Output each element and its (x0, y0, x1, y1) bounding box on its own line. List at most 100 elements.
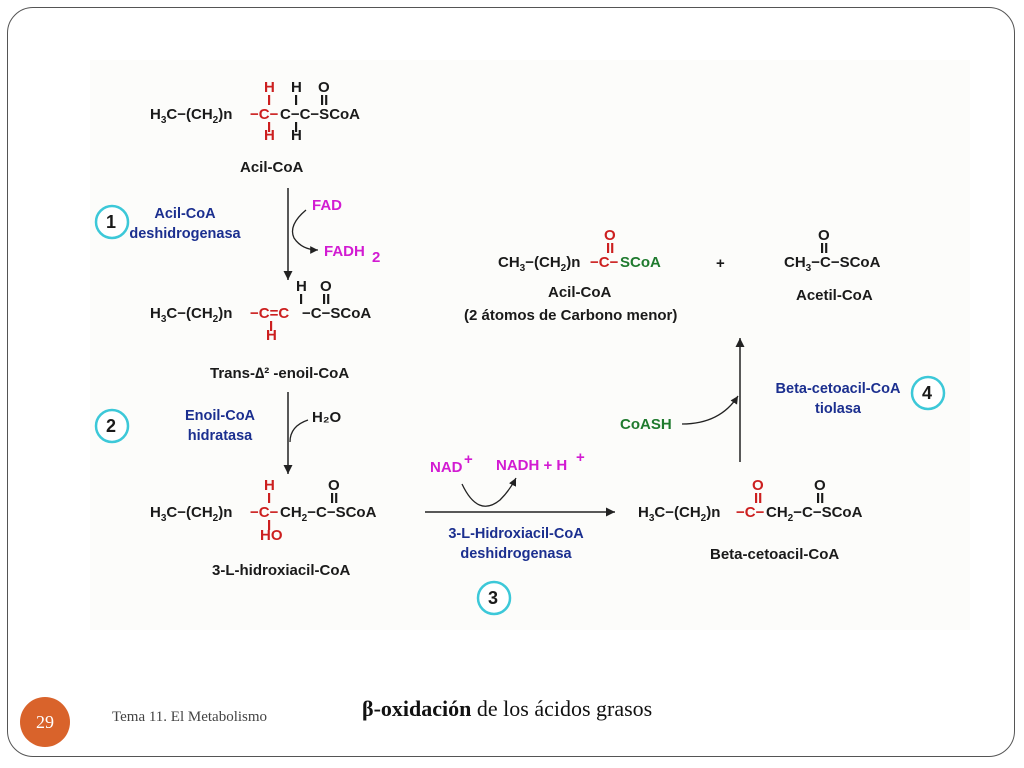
svg-text:H: H (291, 79, 302, 96)
svg-text:II: II (322, 291, 330, 308)
svg-text:H3C−(CH2)n: H3C−(CH2)n (150, 305, 232, 325)
step-4-coash: CoASH (620, 416, 672, 433)
svg-text:II: II (816, 490, 824, 507)
svg-text:H: H (264, 79, 275, 96)
step-2: 2 Enoil-CoA hidratasa H₂O (94, 392, 341, 474)
slide-number: 29 (36, 711, 54, 732)
svg-text:2: 2 (372, 249, 380, 266)
step-3-enzyme-line2: deshidrogenasa (460, 546, 572, 562)
slide-title-rest: de los ácidos grasos (471, 696, 653, 721)
diagram-canvas: H3C−(CH2)n −C− H H I I C−C−SCoA H I H I … (94, 79, 946, 616)
svg-text:H: H (296, 278, 307, 295)
svg-text:+: + (464, 451, 473, 468)
svg-text:O: O (818, 227, 830, 244)
svg-text:II: II (820, 240, 828, 257)
svg-text:−C−: −C− (736, 504, 765, 521)
step-1: 1 Acil-CoA deshidrogenasa FAD FADH 2 (94, 188, 380, 280)
svg-text:I: I (267, 92, 271, 109)
label-acil-coa: Acil-CoA (240, 159, 304, 176)
step-1-enzyme-line2: deshidrogenasa (129, 226, 241, 242)
svg-text:C−C−SCoA: C−C−SCoA (280, 106, 360, 123)
svg-text:O: O (752, 477, 764, 494)
step-2-water: H₂O (312, 409, 341, 426)
molecule-trans-enoil-coa: H3C−(CH2)n −C=C H I H I −C−SCoA O II Tra… (150, 278, 371, 382)
step-3-nad: NAD (430, 459, 463, 476)
svg-text:O: O (328, 477, 340, 494)
svg-text:I: I (269, 318, 273, 335)
step-4-circle (910, 375, 946, 411)
step-3-circle (476, 580, 512, 616)
svg-text:+: + (576, 449, 585, 466)
step-2-number: 2 (106, 416, 116, 436)
step-2-enzyme-line2: hidratasa (188, 428, 253, 444)
svg-text:I: I (267, 490, 271, 507)
step-2-cofactor-curve (289, 419, 309, 443)
svg-text:H: H (264, 477, 275, 494)
step-1-fad: FAD (312, 197, 342, 214)
svg-text:CH2−C−SCoA: CH2−C−SCoA (766, 504, 863, 524)
molecule-beta-cetoacil-coa: H3C−(CH2)n −C− O II CH2−C−SCoA O II Beta… (638, 477, 863, 563)
step-3-nadh: NADH + H (496, 457, 567, 474)
molecule-acil-coa: H3C−(CH2)n −C− H H I I C−C−SCoA H I H I … (150, 79, 360, 176)
molecule-hidroxiacil-coa: H3C−(CH2)n −C− H I I HO CH2−C−SCoA O II … (150, 477, 377, 579)
step-3-cofactor-curve (461, 477, 517, 507)
slide-title: β-oxidación de los ácidos grasos (362, 696, 652, 722)
step-4-cofactor-curve (681, 395, 739, 425)
label-hidroxiacil-coa: 3-L-hidroxiacil-CoA (212, 562, 351, 579)
svg-text:CH3−C−SCoA: CH3−C−SCoA (784, 254, 881, 274)
step-2-enzyme-line1: Enoil-CoA (185, 408, 256, 424)
svg-text:−C−: −C− (250, 106, 279, 123)
step-1-cofactor-curve (291, 209, 319, 254)
svg-text:CH2−C−SCoA: CH2−C−SCoA (280, 504, 377, 524)
step-3-enzyme-line1: 3-L-Hidroxiacil-CoA (448, 526, 584, 542)
step-4-enzyme-line1: Beta-cetoacil-CoA (776, 381, 901, 397)
svg-text:−C−: −C− (250, 504, 279, 521)
step-2-circle (94, 408, 130, 444)
svg-text:O: O (320, 278, 332, 295)
svg-text:−C−: −C− (590, 254, 619, 271)
svg-text:−C=C: −C=C (250, 305, 289, 322)
svg-text:−C−SCoA: −C−SCoA (302, 305, 371, 322)
label-acil-coa-note: (2 átomos de Carbono menor) (464, 307, 677, 324)
step-3-number: 3 (488, 588, 498, 608)
product-acil-coa: CH3−(CH2)n −C− O II SCoA Acil-CoA (2 áto… (464, 227, 677, 324)
svg-text:I: I (294, 119, 298, 136)
svg-text:I: I (299, 291, 303, 308)
svg-text:H: H (291, 127, 302, 144)
svg-text:SCoA: SCoA (620, 254, 661, 271)
svg-text:HO: HO (260, 527, 283, 544)
slide-number-badge: 29 (20, 697, 70, 747)
svg-text:O: O (604, 227, 616, 244)
step-1-circle (94, 204, 130, 240)
step-4-number: 4 (922, 383, 932, 403)
footer-topic: Tema 11. El Metabolismo (112, 709, 268, 725)
label-beta-cetoacil-coa: Beta-cetoacil-CoA (710, 546, 839, 563)
svg-text:I: I (267, 517, 271, 534)
svg-text:II: II (754, 490, 762, 507)
svg-text:I: I (267, 119, 271, 136)
slide-title-bold: β-oxidación (362, 696, 472, 721)
svg-text:H3C−(CH2)n: H3C−(CH2)n (638, 504, 720, 524)
svg-text:H3C−(CH2)n: H3C−(CH2)n (150, 504, 232, 524)
svg-text:H3C−(CH2)n: H3C−(CH2)n (150, 106, 232, 126)
beta-oxidation-diagram: H3C−(CH2)n −C− H H I I C−C−SCoA H I H I … (90, 60, 970, 630)
svg-text:CH3−(CH2)n: CH3−(CH2)n (498, 254, 580, 274)
svg-text:II: II (606, 240, 614, 257)
svg-text:II: II (320, 92, 328, 109)
label-acetil-coa: Acetil-CoA (796, 287, 873, 304)
svg-text:II: II (330, 490, 338, 507)
svg-text:I: I (294, 92, 298, 109)
product-acetil-coa: CH3−C−SCoA O II Acetil-CoA (784, 227, 881, 304)
step-3: NAD + NADH + H + 3-L-Hidroxiacil-CoA des… (425, 449, 615, 616)
label-acil-coa-product: Acil-CoA (548, 284, 612, 301)
step-1-enzyme-line1: Acil-CoA (154, 206, 216, 222)
step-4: CoASH Beta-cetoacil-CoA tiolasa 4 (620, 338, 946, 462)
plus-sign: + (716, 255, 725, 272)
step-4-enzyme-line2: tiolasa (815, 401, 862, 417)
step-1-number: 1 (106, 212, 116, 232)
svg-text:O: O (318, 79, 330, 96)
svg-text:O: O (814, 477, 826, 494)
label-trans-enoil-coa: Trans-∆² -enoil-CoA (210, 365, 349, 382)
svg-text:H: H (266, 327, 277, 344)
svg-text:H: H (264, 127, 275, 144)
